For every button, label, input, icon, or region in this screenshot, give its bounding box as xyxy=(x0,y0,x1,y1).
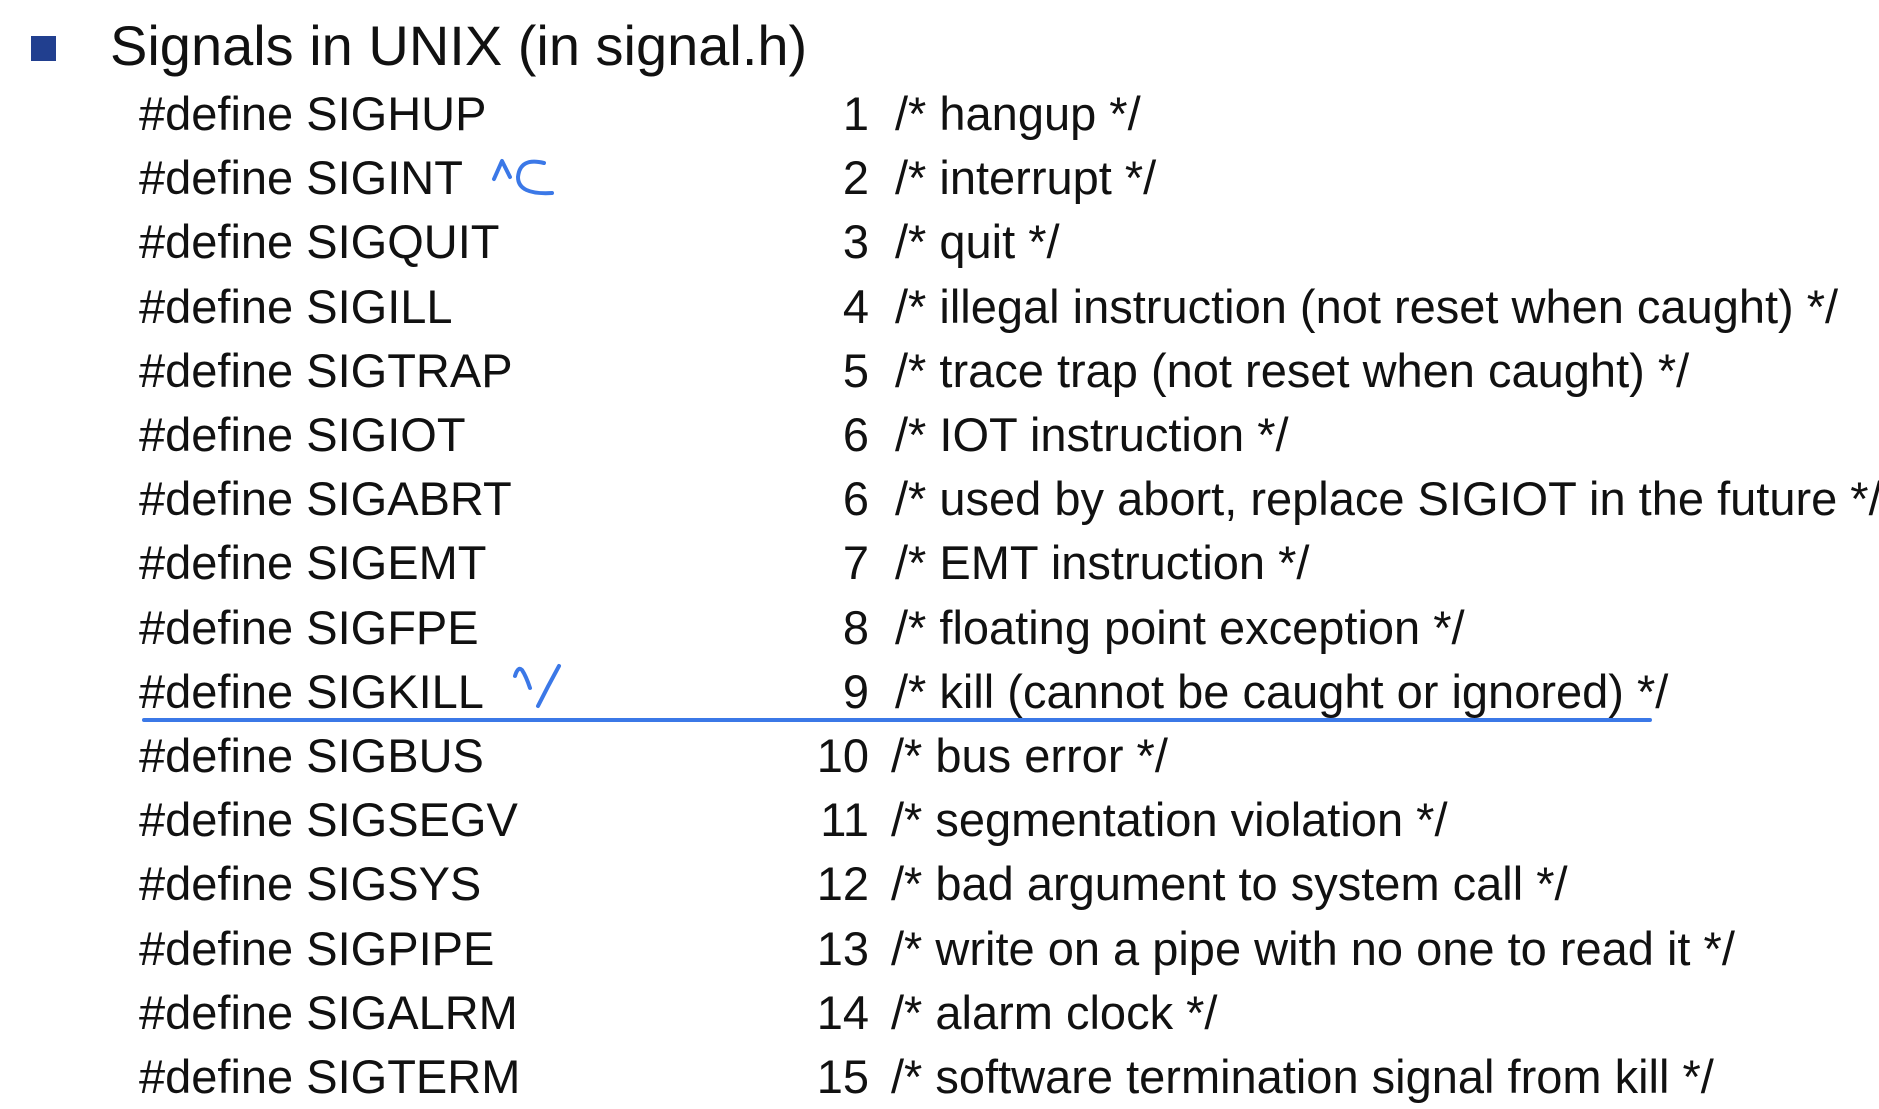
signal-number: 11 xyxy=(820,793,869,847)
signal-name: #define SIGBUS xyxy=(139,729,484,782)
signal-comment: /* bad argument to system call */ xyxy=(891,857,1568,911)
signal-comment: /* used by abort, replace SIGIOT in the … xyxy=(895,472,1879,526)
signal-comment: /* alarm clock */ xyxy=(891,985,1218,1039)
signal-name: #define SIGTRAP xyxy=(139,343,513,397)
signal-name: #define SIGQUIT xyxy=(139,215,500,269)
signal-comment: /* quit */ xyxy=(895,215,1060,269)
signal-comment: /* write on a pipe with no one to read i… xyxy=(891,921,1735,975)
signal-number: 3 xyxy=(842,215,869,269)
signal-name: #define SIGTERM xyxy=(139,1050,521,1103)
signal-number: 14 xyxy=(816,985,869,1039)
handwritten-ctrl-c-annotation xyxy=(492,159,554,196)
signal-name: #define SIGFPE xyxy=(139,600,479,654)
signal-name: #define SIGALRM xyxy=(139,985,518,1039)
signal-comment: /* trace trap (not reset when caught) */ xyxy=(895,343,1690,397)
signal-comment: /* hangup */ xyxy=(895,87,1141,140)
signal-name: #define SIGPIPE xyxy=(139,921,495,975)
signal-number: 6 xyxy=(842,408,869,461)
signal-comment: /* illegal instruction (not reset when c… xyxy=(895,279,1839,333)
signal-number: 2 xyxy=(842,151,869,205)
slide-title: Signals in UNIX (in signal.h) xyxy=(110,14,808,77)
signal-comment: /* IOT instruction */ xyxy=(895,408,1289,461)
signal-number: 4 xyxy=(842,279,869,333)
signal-number: 1 xyxy=(842,87,869,140)
signal-name: #define SIGEMT xyxy=(139,536,487,590)
signal-number: 13 xyxy=(816,921,869,975)
signal-comment: /* segmentation violation */ xyxy=(891,793,1448,847)
signal-name: #define SIGKILL xyxy=(139,664,484,718)
signal-name: #define SIGABRT xyxy=(139,472,512,526)
signal-name: #define SIGSYS xyxy=(139,857,482,911)
signal-comment: /* floating point exception */ xyxy=(895,600,1465,654)
signal-comment: /* software termination signal from kill… xyxy=(891,1050,1714,1103)
handwritten-underline xyxy=(142,718,1652,722)
signal-number: 5 xyxy=(842,343,869,397)
signal-comment: /* bus error */ xyxy=(891,729,1168,782)
signal-comment: /* EMT instruction */ xyxy=(895,536,1310,590)
signal-comment: /* kill (cannot be caught or ignored) */ xyxy=(895,664,1669,718)
signal-number: 15 xyxy=(816,1050,869,1103)
signal-number: 8 xyxy=(842,600,869,654)
signal-name: #define SIGHUP xyxy=(139,87,487,140)
signal-number: 10 xyxy=(816,729,869,782)
signal-number: 9 xyxy=(842,664,869,718)
signal-name: #define SIGILL xyxy=(139,279,453,333)
signal-number: 6 xyxy=(842,472,869,526)
signal-name: #define SIGIOT xyxy=(139,408,466,461)
bullet-square-icon xyxy=(31,36,56,61)
signal-number: 7 xyxy=(842,536,869,590)
signal-name: #define SIGINT xyxy=(139,151,463,205)
signal-comment: /* interrupt */ xyxy=(895,151,1157,205)
handwritten-ctrl-y-annotation xyxy=(513,664,561,708)
signal-number: 12 xyxy=(816,857,869,911)
signal-name: #define SIGSEGV xyxy=(139,793,518,847)
